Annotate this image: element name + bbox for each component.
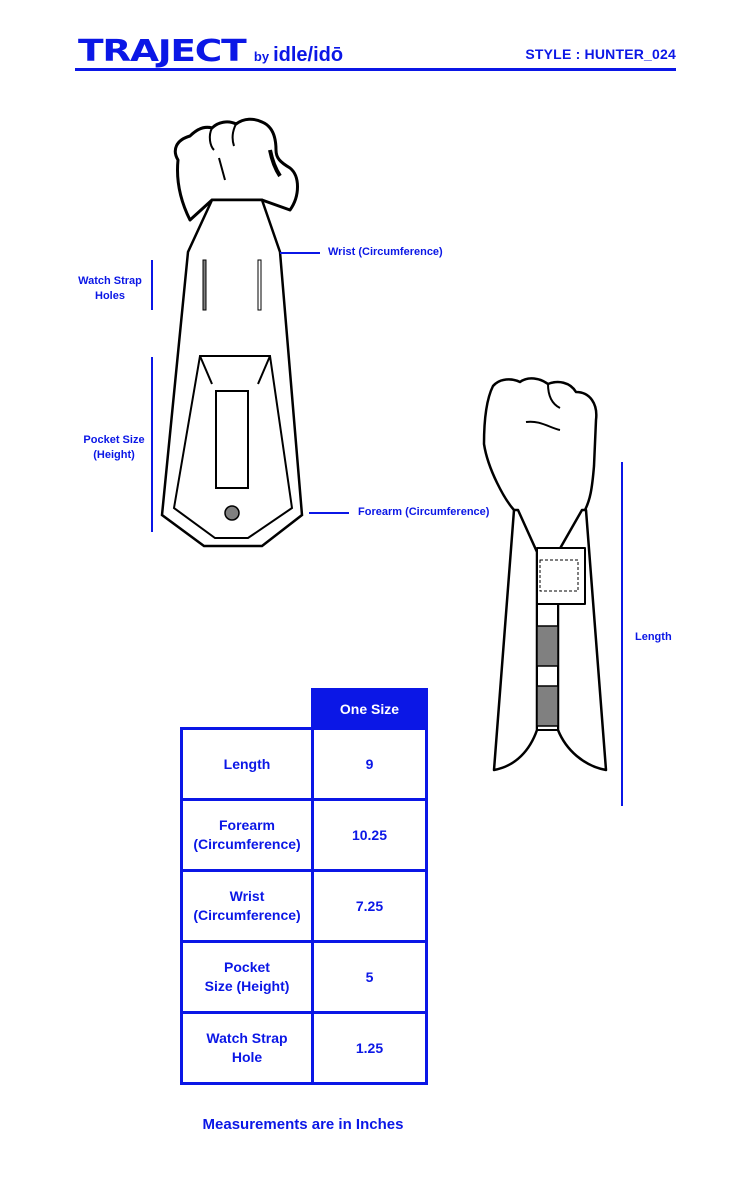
label-line: (Height): [93, 449, 135, 461]
fist-icon: [173, 117, 299, 222]
length-callout-line: [621, 462, 623, 806]
brand-subtitle: idle/idō: [273, 44, 344, 66]
forearm-callout-line: [309, 512, 349, 514]
wrist-callout-line: [280, 252, 320, 254]
pocket-size-callout-line: [151, 357, 153, 532]
label-line: Length: [223, 755, 271, 772]
label-line: Watch Strap: [78, 275, 142, 287]
pocket-size-label: Pocket Size (Height): [74, 433, 154, 463]
label-line: Holes: [95, 290, 125, 302]
row-label: Wrist (Circumference): [180, 869, 314, 943]
label-line: Size (Height): [204, 978, 290, 994]
label-line: Pocket: [224, 959, 270, 975]
length-label: Length: [635, 631, 672, 643]
table-corner: [182, 690, 313, 729]
forearm-label: Forearm (Circumference): [358, 506, 490, 518]
arm-sleeve-side-icon: [482, 377, 608, 772]
header-divider: [75, 68, 676, 71]
label-line: Hole: [231, 1049, 263, 1065]
brand-by: by: [253, 49, 270, 64]
row-label: Length: [180, 727, 314, 801]
watch-strap-holes-label: Watch Strap Holes: [70, 274, 150, 304]
measurement-units-note: Measurements are in Inches: [202, 1116, 404, 1133]
brand-name: TRAJECT: [78, 34, 247, 69]
row-value: 9: [311, 727, 428, 801]
column-header-one-size: One Size: [311, 688, 428, 730]
label-line: Forearm: [218, 817, 276, 833]
label-line: Watch Strap: [206, 1030, 288, 1046]
watch-strap-callout-line: [151, 260, 153, 310]
table-row: Length 9: [180, 727, 428, 801]
label-line: (Circumference): [193, 836, 301, 852]
table-row: Forearm (Circumference) 10.25: [180, 798, 428, 872]
table-row: Wrist (Circumference) 7.25: [180, 869, 428, 943]
row-value: 1.25: [311, 1011, 428, 1085]
row-label: Forearm (Circumference): [180, 798, 314, 872]
table-header-row: One Size: [182, 688, 428, 730]
brand-logo: TRAJECT by idle/idō: [78, 34, 343, 69]
label-line: (Circumference): [193, 907, 301, 923]
label-line: Pocket Size: [83, 434, 145, 446]
row-value: 7.25: [311, 869, 428, 943]
arm-sleeve-front-icon: [160, 198, 304, 548]
style-code: STYLE : HUNTER_024: [525, 46, 676, 62]
label-line: Wrist: [229, 888, 265, 904]
row-value: 5: [311, 940, 428, 1014]
wrist-label: Wrist (Circumference): [328, 246, 443, 258]
size-chart-table: One Size Length 9 Forearm (Circumference)…: [180, 688, 428, 1085]
row-value: 10.25: [311, 798, 428, 872]
